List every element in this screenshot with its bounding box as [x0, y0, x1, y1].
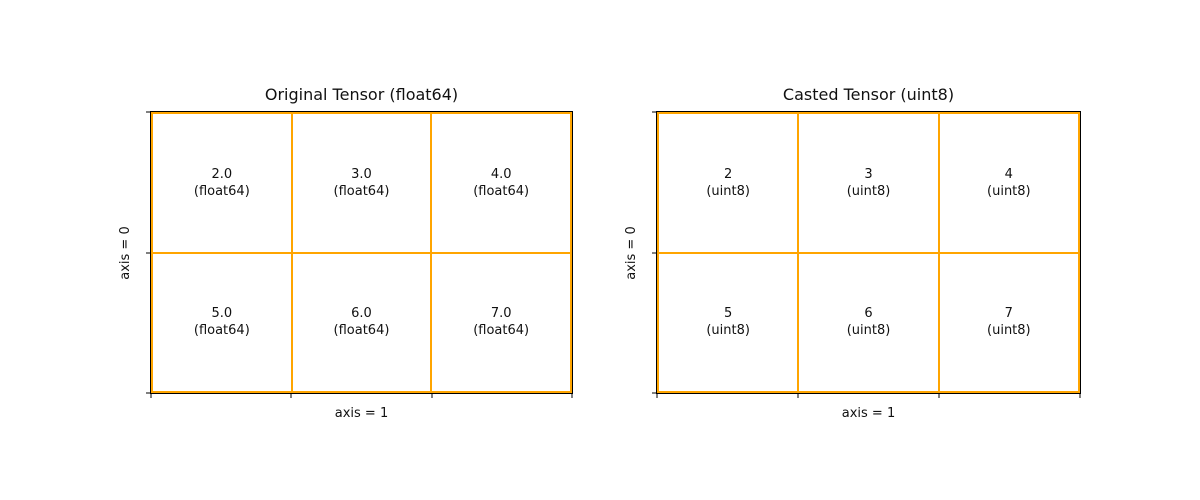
cell-dtype: (uint8) — [846, 323, 891, 339]
cell-dtype: (float64) — [193, 323, 250, 339]
y-axis-tick — [146, 111, 150, 113]
cell-dtype: (float64) — [473, 323, 530, 339]
cell-dtype: (uint8) — [987, 323, 1031, 339]
y-axis-tick — [652, 111, 656, 113]
cell-value: 7.0 — [490, 306, 512, 322]
tensor-cell: 2.0 (float64) — [153, 114, 291, 252]
panel-title: Original Tensor (float64) — [264, 85, 459, 105]
cell-value: 6 — [864, 306, 873, 322]
tensor-cell: 7 (uint8) — [939, 253, 1078, 391]
panel-casted-tensor: Casted Tensor (uint8) 2 (uint8) 3 (uint8… — [624, 86, 1081, 421]
x-axis-tick — [1079, 394, 1081, 398]
cell-value: 3 — [864, 166, 873, 182]
panel-title: Casted Tensor (uint8) — [782, 85, 955, 105]
tensor-cell: 4.0 (float64) — [432, 114, 570, 252]
tensor-grid: 2 (uint8) 3 (uint8) 4 (uint8) 5 (uint8) … — [657, 112, 1080, 393]
x-axis-label: axis = 1 — [841, 406, 896, 421]
tensor-cell: 5.0 (float64) — [153, 253, 291, 391]
cell-value: 5 — [724, 306, 733, 322]
tensor-cell: 6.0 (float64) — [292, 253, 431, 391]
x-axis-label: axis = 1 — [334, 406, 389, 421]
cell-value: 3.0 — [351, 166, 372, 182]
tensor-cell: 6 (uint8) — [799, 253, 938, 391]
tensor-cell: 3.0 (float64) — [292, 114, 431, 252]
x-axis-tick — [290, 394, 292, 398]
panel-original-tensor: Original Tensor (float64) 2.0 (float64) … — [118, 86, 573, 421]
cell-dtype: (uint8) — [846, 183, 891, 199]
tensor-cell: 2 (uint8) — [659, 114, 798, 252]
tensor-cell: 5 (uint8) — [659, 253, 798, 391]
x-axis-tick — [656, 394, 658, 398]
x-axis-tick — [571, 394, 573, 398]
cell-value: 6.0 — [351, 306, 372, 322]
cell-value: 4.0 — [490, 166, 512, 182]
y-axis-tick — [652, 392, 656, 394]
y-axis-tick — [146, 252, 150, 253]
x-axis-tick — [150, 394, 152, 398]
cell-dtype: (float64) — [193, 183, 250, 199]
x-axis-tick — [431, 394, 433, 398]
tensor-grid: 2.0 (float64) 3.0 (float64) 4.0 (float64… — [151, 112, 572, 393]
x-axis-tick — [797, 394, 799, 398]
cell-value: 2.0 — [211, 166, 233, 182]
tensor-cell: 7.0 (float64) — [432, 253, 570, 391]
y-axis-tick — [652, 252, 656, 253]
cell-dtype: (uint8) — [706, 183, 750, 199]
cell-dtype: (float64) — [333, 323, 390, 339]
cell-dtype: (float64) — [333, 183, 390, 199]
cell-value: 5.0 — [211, 306, 233, 322]
cell-dtype: (uint8) — [706, 323, 750, 339]
y-axis-tick — [146, 392, 150, 394]
cell-value: 2 — [724, 166, 733, 182]
tensor-cell: 3 (uint8) — [799, 114, 938, 252]
x-axis-tick — [938, 394, 940, 398]
cell-dtype: (uint8) — [987, 183, 1031, 199]
tensor-cell: 4 (uint8) — [939, 114, 1078, 252]
cell-value: 7 — [1004, 306, 1013, 322]
y-axis-label: axis = 0 — [118, 225, 133, 280]
y-axis-label: axis = 0 — [624, 225, 639, 280]
cell-dtype: (float64) — [473, 183, 530, 199]
cell-value: 4 — [1004, 166, 1013, 182]
